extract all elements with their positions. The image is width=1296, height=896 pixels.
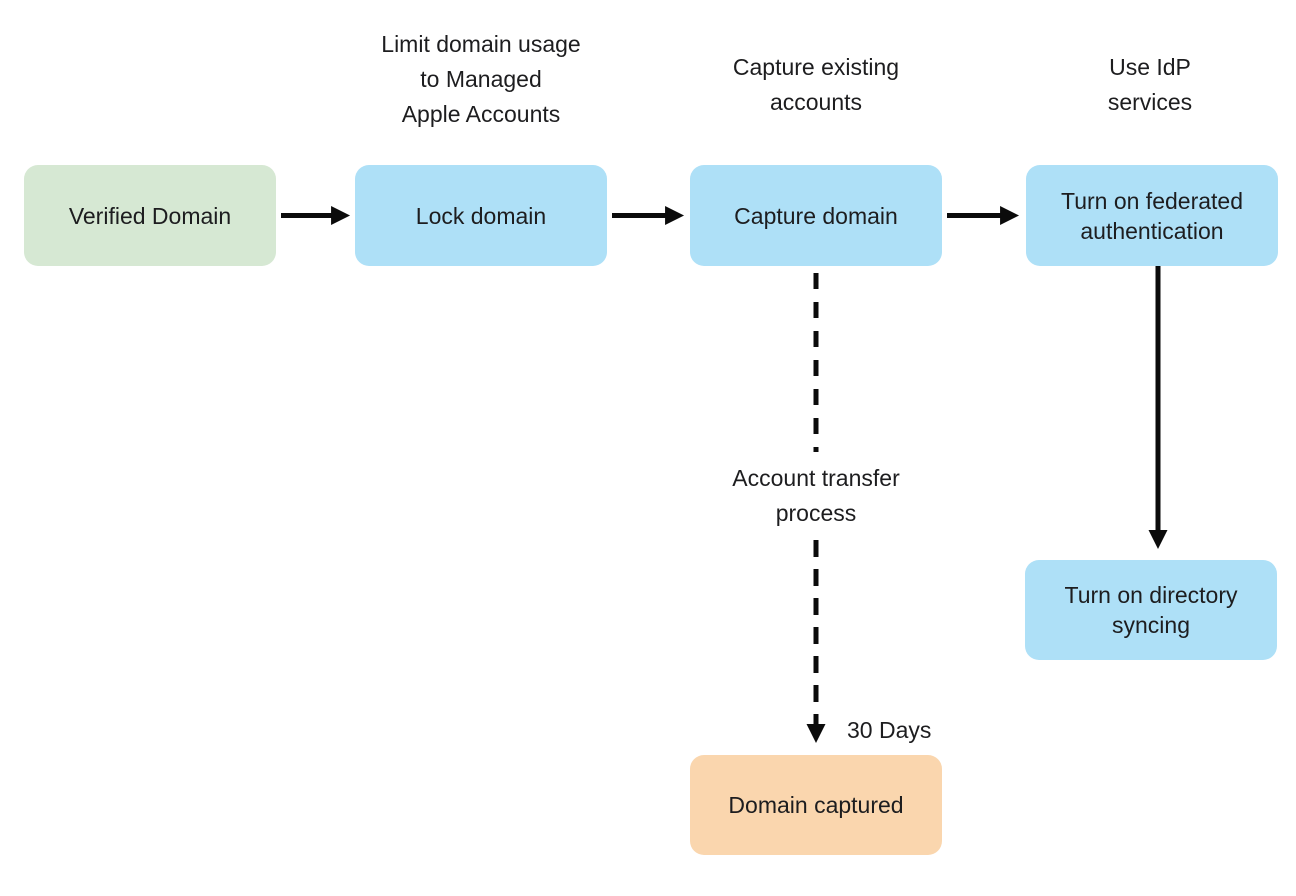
- annotation-capture-existing-accounts: Capture existing accounts: [732, 54, 900, 115]
- node-capture-domain: Capture domain: [690, 165, 942, 266]
- node-domain-captured: Domain captured: [690, 755, 942, 855]
- annotation-limit-domain-usage: Limit domain usage to Managed Apple Acco…: [381, 31, 581, 127]
- annotation-use-idp-services: Use IdP services: [1107, 54, 1193, 115]
- edge-label-account-transfer-process: Account transfer process: [732, 465, 900, 526]
- node-turn-on-federated-authentication: Turn on federated authentication: [1026, 165, 1278, 266]
- node-turn-on-directory-syncing: Turn on directory syncing: [1025, 560, 1277, 660]
- node-verified-domain: Verified Domain: [24, 165, 276, 266]
- edge-label-30-days: 30 Days: [847, 717, 932, 743]
- node-lock-domain: Lock domain: [355, 165, 607, 266]
